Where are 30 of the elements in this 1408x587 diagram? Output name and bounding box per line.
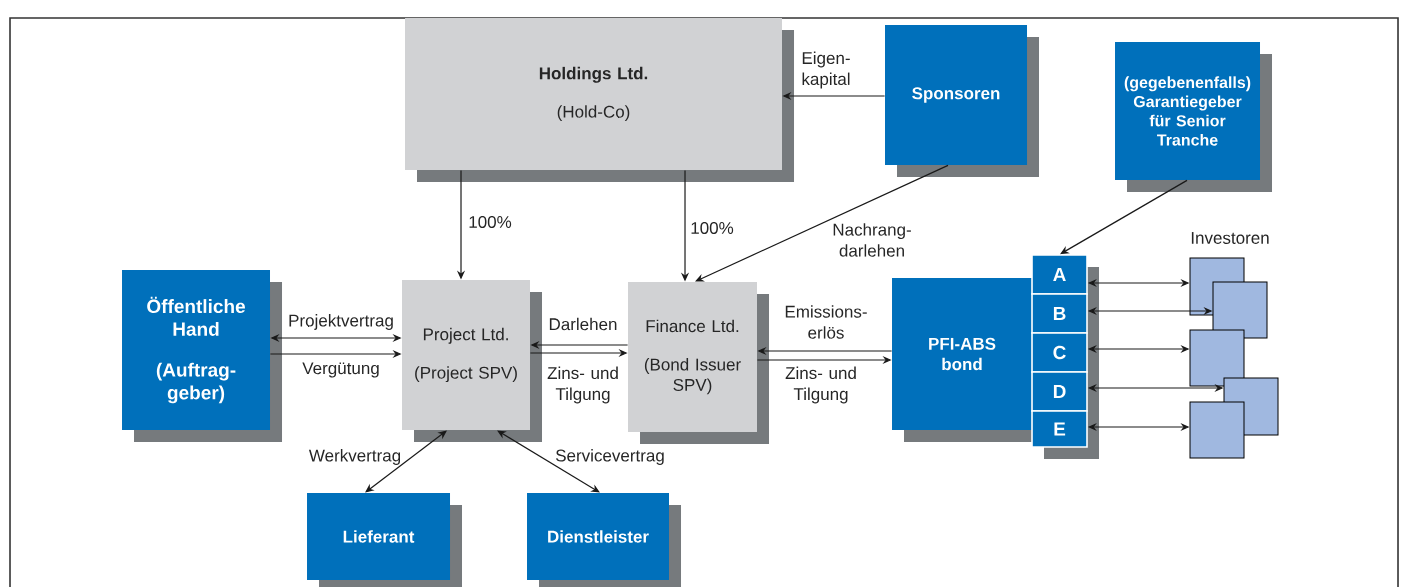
- process-box: Project Ltd. (Project SPV): [402, 280, 542, 442]
- process-box: Sponsoren: [885, 25, 1039, 177]
- process-box: Lieferant: [307, 493, 462, 587]
- edge-label: 100%: [691, 222, 734, 234]
- investor-square: [1189, 329, 1245, 387]
- holding-box: Holdings Ltd. (Hold-Co): [405, 18, 794, 182]
- edge-label: Emissions- erlös: [785, 305, 867, 339]
- arrow: [1060, 179, 1188, 255]
- edge-label: Werkvertrag: [308, 449, 401, 465]
- arrow: [695, 164, 949, 282]
- edge-label: Projektvertrag: [289, 314, 393, 330]
- edge-label: Zins- und Tilgung: [547, 366, 618, 404]
- arrow: [365, 430, 447, 493]
- investor-square: [1212, 281, 1268, 339]
- edge-label: Darlehen: [549, 317, 617, 331]
- edge-label: 100%: [469, 216, 512, 228]
- process-box: (gegebenenfalls) Garantiegeber für Senior Tranche: [1115, 42, 1272, 192]
- group-label: Investoren: [1191, 232, 1269, 244]
- investor-square: [1189, 401, 1245, 459]
- bond-box: PFI-ABS bond: [892, 278, 1044, 442]
- arrow: [497, 430, 600, 493]
- edge-label: Eigen- kapital: [802, 51, 850, 89]
- edge-label: Vergütung: [302, 362, 379, 378]
- edge-label: Zins- und Tilgung: [785, 366, 856, 404]
- process-box: Öffentliche Hand (Auftrag- geber): [122, 270, 282, 442]
- process-box: Finance Ltd. (Bond Issuer SPV): [628, 282, 769, 444]
- edge-label: Nachrang- darlehen: [833, 223, 911, 257]
- edge-label: Servicevertrag: [556, 449, 664, 465]
- tranche-box: E: [1031, 410, 1099, 459]
- process-box: Dienstleister: [527, 493, 681, 587]
